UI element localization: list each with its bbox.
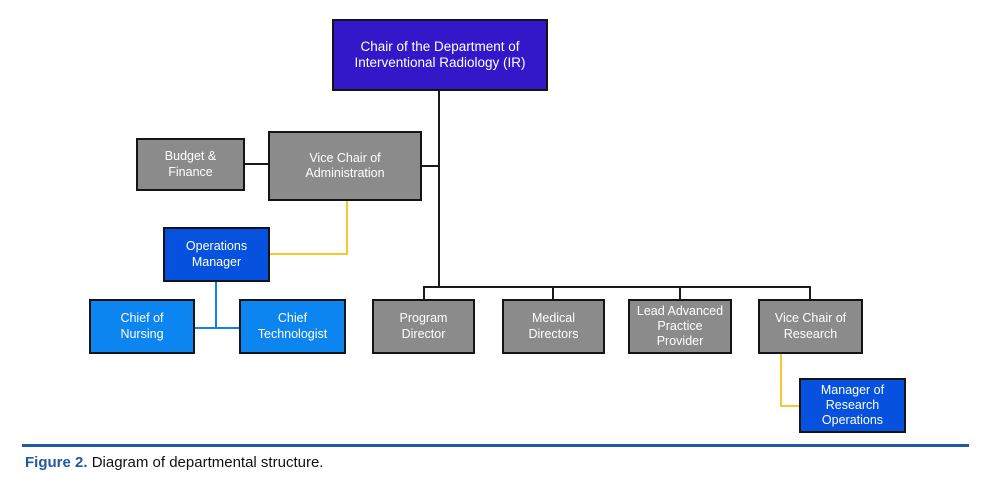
node-label: Lead Advanced Practice Provider xyxy=(636,303,724,349)
node-label: Vice Chair of Research xyxy=(774,311,847,341)
node-chair-of-department: Chair of the Department of Interventiona… xyxy=(332,19,548,91)
node-lead-advanced-practice-provider: Lead Advanced Practice Provider xyxy=(628,299,732,354)
connector-blue-om-down xyxy=(215,282,217,329)
node-label: Program Director xyxy=(399,311,448,341)
node-label: Operations Manager xyxy=(185,239,248,269)
node-label: Budget & Finance xyxy=(164,149,217,179)
connector-vca-to-trunk xyxy=(422,165,440,167)
node-operations-manager: Operations Manager xyxy=(163,227,270,282)
connector-yellow-to-manager-research xyxy=(780,405,801,407)
connector-yellow-vcr-down xyxy=(780,354,782,407)
node-label: Manager of Research Operations xyxy=(820,382,885,428)
figure-caption-text: Diagram of departmental structure. xyxy=(91,454,324,471)
node-manager-research-operations: Manager of Research Operations xyxy=(799,378,906,433)
node-medical-directors: Medical Directors xyxy=(502,299,605,354)
connector-yellow-vca-down xyxy=(346,201,348,255)
connector-chair-trunk xyxy=(438,91,440,288)
connector-drop-program-director xyxy=(423,286,425,299)
figure-caption: Figure 2. Diagram of departmental struct… xyxy=(25,454,323,471)
node-label: Chief of Nursing xyxy=(120,311,164,341)
node-label: Medical Directors xyxy=(528,311,579,341)
caption-divider xyxy=(22,444,969,447)
node-vice-chair-administration: Vice Chair of Administration xyxy=(268,131,422,201)
connector-yellow-to-operations-manager xyxy=(269,253,348,255)
node-chief-of-nursing: Chief of Nursing xyxy=(89,299,195,354)
connector-bus xyxy=(423,286,811,288)
node-label: Vice Chair of Administration xyxy=(305,150,385,180)
node-budget-finance: Budget & Finance xyxy=(136,138,245,191)
connector-drop-medical-directors xyxy=(552,286,554,299)
node-label: Chief Technologist xyxy=(257,311,328,341)
connector-blue-chiefs xyxy=(195,327,239,329)
connector-drop-vice-chair-research xyxy=(809,286,811,299)
node-label: Chair of the Department of Interventiona… xyxy=(354,38,526,70)
figure-caption-number: Figure 2. xyxy=(25,454,88,471)
connector-drop-lead-app xyxy=(679,286,681,299)
node-program-director: Program Director xyxy=(372,299,475,354)
node-vice-chair-research: Vice Chair of Research xyxy=(758,299,863,354)
node-chief-technologist: Chief Technologist xyxy=(239,299,346,354)
connector-budget-to-vca xyxy=(245,163,268,165)
